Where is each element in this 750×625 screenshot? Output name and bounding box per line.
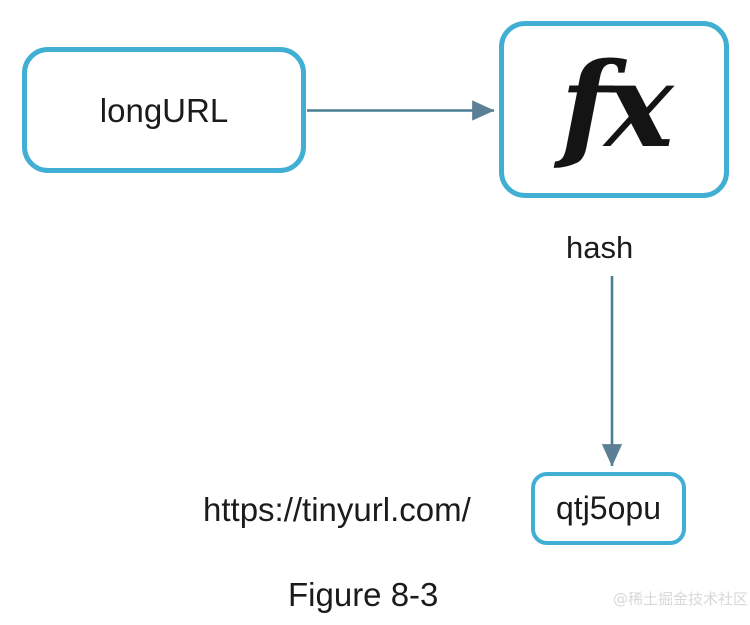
node-longurl[interactable]: longURL: [22, 47, 306, 173]
edge-label-hash: hash: [566, 230, 634, 265]
figure-caption: Figure 8-3: [288, 576, 439, 613]
watermark: @稀土掘金技术社区: [613, 590, 749, 608]
node-url-slug-label: qtj5opu: [556, 489, 661, 526]
url-prefix-text: https://tinyurl.com/: [203, 491, 471, 528]
fx-icon: fx: [560, 37, 673, 174]
node-url-slug[interactable]: qtj5opu: [531, 472, 686, 545]
node-hash-function[interactable]: fx: [499, 21, 729, 198]
node-longurl-label: longURL: [99, 91, 229, 129]
